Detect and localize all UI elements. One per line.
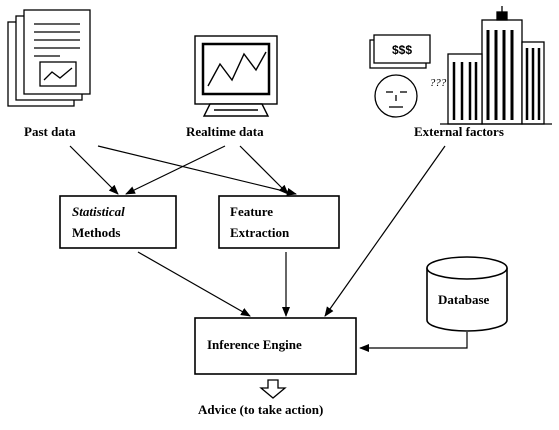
statistical-methods-label: Statistical Methods — [72, 201, 125, 243]
arrow-database-to-inference — [359, 332, 468, 352]
feature-extraction-line2: Extraction — [230, 225, 290, 240]
statistical-methods-box — [59, 195, 177, 249]
arrow-past-to-statistical — [69, 145, 119, 195]
external-factors-icon — [369, 6, 552, 125]
arrow-past-to-feature — [97, 145, 297, 196]
label-realtime-data: Realtime data — [186, 124, 264, 139]
question-marks: ??? — [430, 77, 447, 89]
money-sign: $$$ — [392, 43, 412, 57]
arrow-realtime-to-statistical — [125, 145, 226, 195]
output-label: Advice (to take action) — [198, 402, 324, 417]
feature-extraction-label: Feature Extraction — [230, 201, 289, 243]
inference-engine-box — [194, 317, 357, 375]
flow-arrows — [69, 145, 468, 352]
feature-extraction-line1: Feature — [230, 204, 274, 219]
inference-engine-label: Inference Engine — [207, 337, 302, 352]
monitor-icon — [194, 35, 278, 117]
arrow-external-to-inference — [324, 145, 446, 317]
feature-extraction-box — [218, 195, 340, 249]
documents-icon — [7, 9, 91, 107]
database-label: Database — [438, 292, 490, 307]
label-past-data: Past data — [24, 124, 76, 139]
statistical-methods-line1: Statistical — [72, 204, 125, 219]
label-external-factors: External factors — [414, 124, 504, 139]
database-icon — [426, 256, 508, 332]
arrow-statistical-to-inference — [137, 251, 251, 317]
output-arrow-icon — [259, 379, 287, 399]
arrow-realtime-to-feature — [239, 145, 289, 195]
statistical-methods-line2: Methods — [72, 225, 121, 240]
